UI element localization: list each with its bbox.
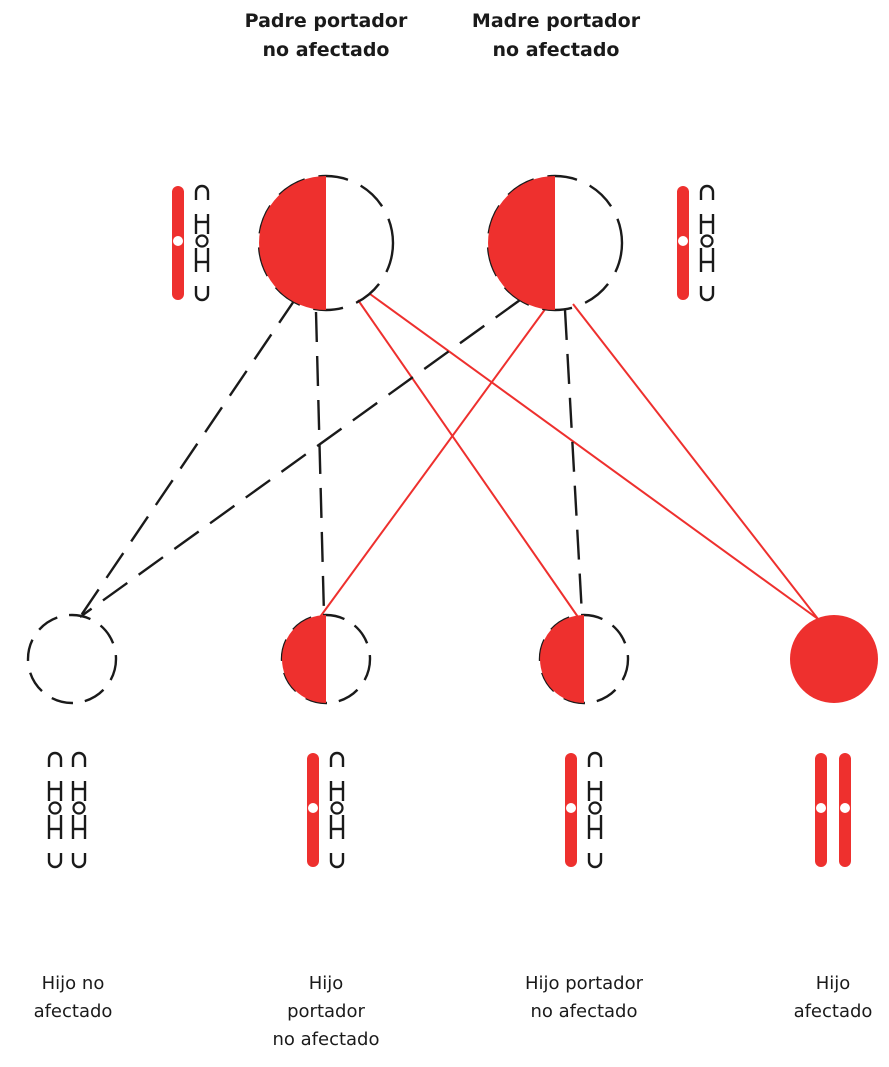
child-node-2-carrier-half [540,615,584,703]
child-chromosomes-3-right-centromere [840,803,850,813]
parent-chromosomes-1-right-top-cap [699,184,715,200]
connection-line-parent-0-child-0 [79,297,297,618]
child-chromosomes-0-right-top-cap [71,751,87,767]
parent-chromosomes-0-right-top-cap [194,184,210,200]
child-chromosomes-0-left-bottom-cap [47,853,63,869]
parent-chromosomes-0-right-bottom-cap [194,286,210,302]
child-label-carrier-1: Hijo portador no afectado [272,973,380,1050]
child-label-unaffected: Hijo no afectado [33,973,113,1022]
child-chromosomes-1-right-top-cap [329,751,345,767]
child-label-affected: Hijo afectado [793,973,873,1022]
father-label: Padre portador no afectado [244,10,408,62]
connection-line-parent-1-child-1 [319,307,547,618]
child-label-carrier-2: Hijo portador no afectado [524,973,644,1022]
parent-chromosomes-1-right-bottom-cap [699,286,715,302]
mother-label: Madre portador no afectado [471,10,641,62]
connection-line-parent-1-child-0 [79,299,521,618]
child-chromosomes-2-right-top-cap [587,751,603,767]
child-chromosomes-2-right-bottom-cap [587,853,603,869]
connection-line-parent-1-child-3 [572,303,819,620]
child-chromosomes-2-right-centromere [588,801,602,815]
child-node-3-affected [790,615,878,703]
parent-node-0-carrier-half [259,176,326,310]
parent-node-1-carrier-half [488,176,555,310]
parent-chromosomes-1-right-centromere [700,234,714,248]
child-chromosomes-1-right-centromere [330,801,344,815]
child-node-0-outline [26,613,118,705]
child-chromosomes-1-right-bottom-cap [329,853,345,869]
child-chromosomes-0-left-centromere [48,801,62,815]
connection-line-parent-0-child-1 [314,311,326,616]
connection-line-parent-0-child-3 [369,293,819,620]
parent-chromosomes-1-left-centromere [678,236,688,246]
child-chromosomes-0-right-bottom-cap [71,853,87,869]
child-chromosomes-1-left-centromere [308,803,318,813]
child-chromosomes-0-left-top-cap [47,751,63,767]
child-chromosomes-3-left-centromere [816,803,826,813]
connection-line-parent-1-child-2 [563,309,584,616]
parent-chromosomes-0-left-centromere [173,236,183,246]
child-node-1-carrier-half [282,615,326,703]
child-chromosomes-0-right-centromere [72,801,86,815]
parent-chromosomes-0-right-centromere [195,234,209,248]
child-chromosomes-2-left-centromere [566,803,576,813]
connection-line-parent-0-child-2 [357,299,579,618]
